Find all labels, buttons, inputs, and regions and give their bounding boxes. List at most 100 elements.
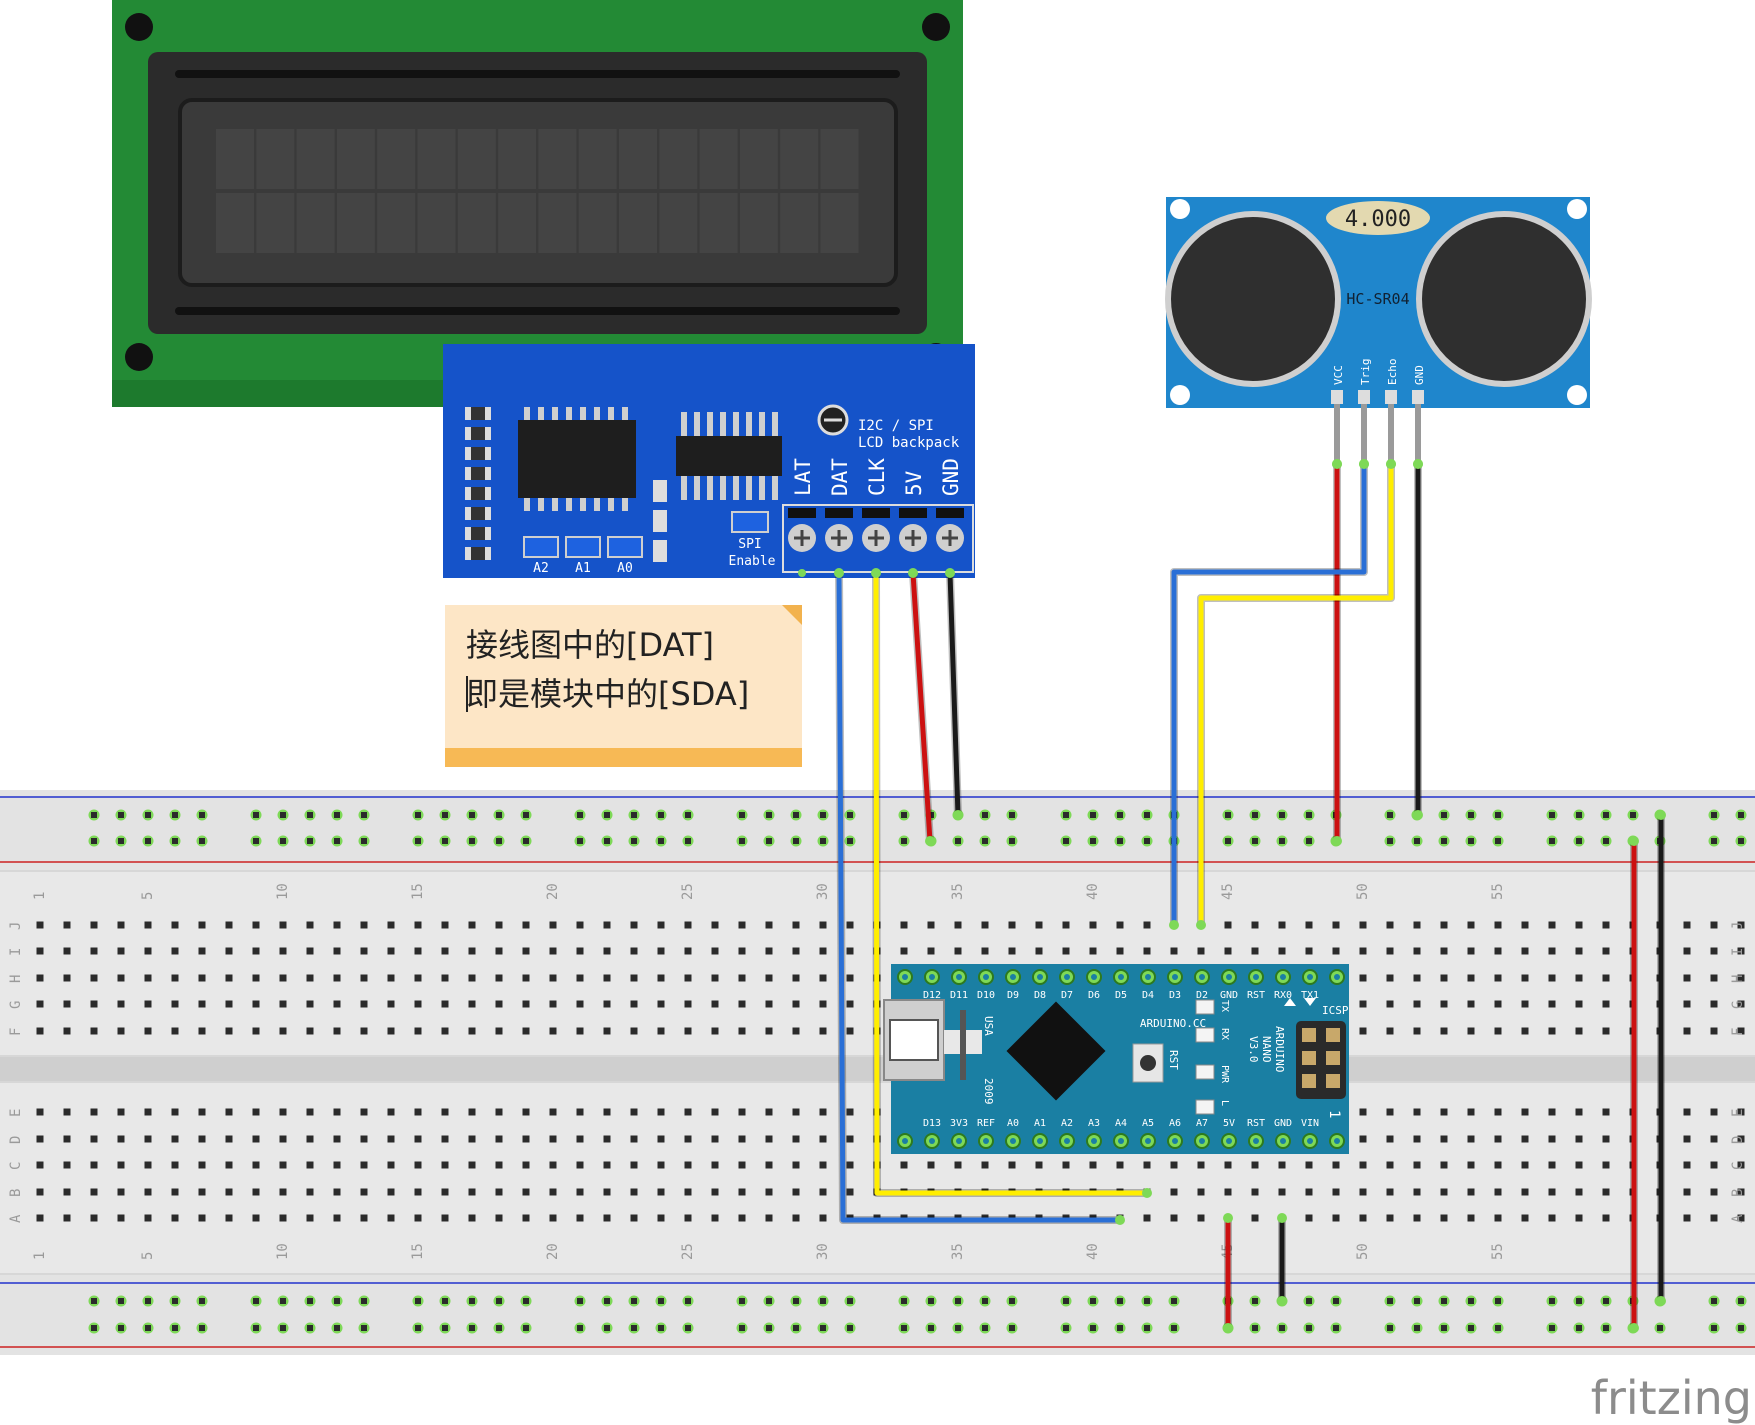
breadboard-hole[interactable] <box>630 1188 638 1196</box>
breadboard-hole[interactable] <box>522 974 530 982</box>
breadboard-hole[interactable] <box>684 1000 692 1008</box>
breadboard-hole[interactable] <box>711 1214 719 1222</box>
breadboard-hole[interactable] <box>819 1214 827 1222</box>
breadboard-hole[interactable] <box>279 947 287 955</box>
breadboard-hole[interactable] <box>711 1135 719 1143</box>
breadboard-hole[interactable] <box>441 1161 449 1169</box>
breadboard-hole[interactable] <box>63 1161 71 1169</box>
breadboard-hole[interactable] <box>846 974 854 982</box>
breadboard-hole[interactable] <box>441 974 449 982</box>
breadboard-hole[interactable] <box>1008 921 1016 929</box>
breadboard-hole[interactable] <box>792 921 800 929</box>
breadboard-hole[interactable] <box>495 1000 503 1008</box>
breadboard-hole[interactable] <box>738 921 746 929</box>
breadboard-hole[interactable] <box>333 947 341 955</box>
breadboard-hole[interactable] <box>846 1188 854 1196</box>
breadboard-hole[interactable] <box>117 947 125 955</box>
breadboard-hole[interactable] <box>117 1000 125 1008</box>
breadboard-hole[interactable] <box>414 1188 422 1196</box>
breadboard-hole[interactable] <box>684 1108 692 1116</box>
breadboard-hole[interactable] <box>711 1188 719 1196</box>
breadboard-hole[interactable] <box>1386 1188 1394 1196</box>
breadboard-hole[interactable] <box>495 1214 503 1222</box>
breadboard-hole[interactable] <box>90 1161 98 1169</box>
breadboard-hole[interactable] <box>1359 1027 1367 1035</box>
breadboard-hole[interactable] <box>549 1027 557 1035</box>
breadboard-hole[interactable] <box>630 1027 638 1035</box>
breadboard-hole[interactable] <box>1413 1214 1421 1222</box>
breadboard-hole[interactable] <box>657 1027 665 1035</box>
breadboard-hole[interactable] <box>1737 1000 1745 1008</box>
breadboard-hole[interactable] <box>549 1214 557 1222</box>
breadboard-hole[interactable] <box>90 1027 98 1035</box>
breadboard-hole[interactable] <box>1737 921 1745 929</box>
breadboard-hole[interactable] <box>927 921 935 929</box>
breadboard-hole[interactable] <box>1359 921 1367 929</box>
breadboard-hole[interactable] <box>1008 947 1016 955</box>
breadboard-hole[interactable] <box>1224 1161 1232 1169</box>
breadboard-hole[interactable] <box>1197 947 1205 955</box>
breadboard-hole[interactable] <box>657 974 665 982</box>
breadboard-hole[interactable] <box>1575 1000 1583 1008</box>
breadboard-hole[interactable] <box>1170 1188 1178 1196</box>
breadboard-hole[interactable] <box>441 1027 449 1035</box>
breadboard-hole[interactable] <box>1683 947 1691 955</box>
breadboard-hole[interactable] <box>306 1188 314 1196</box>
breadboard-hole[interactable] <box>387 1108 395 1116</box>
breadboard-hole[interactable] <box>279 1027 287 1035</box>
breadboard-hole[interactable] <box>711 947 719 955</box>
breadboard-hole[interactable] <box>252 1188 260 1196</box>
breadboard-hole[interactable] <box>360 1188 368 1196</box>
breadboard-hole[interactable] <box>414 1000 422 1008</box>
breadboard-hole[interactable] <box>198 1135 206 1143</box>
breadboard-hole[interactable] <box>954 1161 962 1169</box>
breadboard-hole[interactable] <box>1359 1214 1367 1222</box>
breadboard-hole[interactable] <box>1602 1108 1610 1116</box>
breadboard-hole[interactable] <box>63 947 71 955</box>
breadboard-hole[interactable] <box>1116 921 1124 929</box>
breadboard-hole[interactable] <box>225 1161 233 1169</box>
breadboard-hole[interactable] <box>1035 947 1043 955</box>
breadboard-hole[interactable] <box>1305 1161 1313 1169</box>
breadboard-hole[interactable] <box>1467 1000 1475 1008</box>
breadboard-hole[interactable] <box>144 1108 152 1116</box>
breadboard-hole[interactable] <box>414 1214 422 1222</box>
breadboard-hole[interactable] <box>171 1000 179 1008</box>
breadboard-hole[interactable] <box>1521 974 1529 982</box>
breadboard-hole[interactable] <box>549 921 557 929</box>
breadboard-hole[interactable] <box>360 947 368 955</box>
breadboard-hole[interactable] <box>522 1214 530 1222</box>
breadboard-hole[interactable] <box>819 974 827 982</box>
breadboard-hole[interactable] <box>90 1214 98 1222</box>
breadboard-hole[interactable] <box>927 1161 935 1169</box>
breadboard-hole[interactable] <box>765 947 773 955</box>
breadboard-hole[interactable] <box>927 947 935 955</box>
breadboard-hole[interactable] <box>1737 1214 1745 1222</box>
breadboard-hole[interactable] <box>198 921 206 929</box>
breadboard-hole[interactable] <box>1332 921 1340 929</box>
breadboard-hole[interactable] <box>36 1161 44 1169</box>
breadboard-hole[interactable] <box>1413 1188 1421 1196</box>
breadboard-hole[interactable] <box>117 1027 125 1035</box>
breadboard-hole[interactable] <box>765 1214 773 1222</box>
breadboard-hole[interactable] <box>603 1188 611 1196</box>
breadboard-hole[interactable] <box>1062 921 1070 929</box>
breadboard-hole[interactable] <box>1170 1161 1178 1169</box>
breadboard-hole[interactable] <box>144 947 152 955</box>
breadboard-hole[interactable] <box>1683 1188 1691 1196</box>
breadboard-hole[interactable] <box>603 1135 611 1143</box>
breadboard-hole[interactable] <box>198 974 206 982</box>
breadboard-hole[interactable] <box>576 1108 584 1116</box>
breadboard-hole[interactable] <box>522 921 530 929</box>
breadboard-hole[interactable] <box>765 1108 773 1116</box>
breadboard-hole[interactable] <box>117 1161 125 1169</box>
breadboard-hole[interactable] <box>630 1214 638 1222</box>
breadboard-hole[interactable] <box>819 1161 827 1169</box>
breadboard-hole[interactable] <box>819 1108 827 1116</box>
breadboard-hole[interactable] <box>1251 1188 1259 1196</box>
breadboard-hole[interactable] <box>1737 1135 1745 1143</box>
breadboard-hole[interactable] <box>1224 1188 1232 1196</box>
breadboard-hole[interactable] <box>522 1135 530 1143</box>
breadboard-hole[interactable] <box>63 921 71 929</box>
breadboard-hole[interactable] <box>900 1161 908 1169</box>
